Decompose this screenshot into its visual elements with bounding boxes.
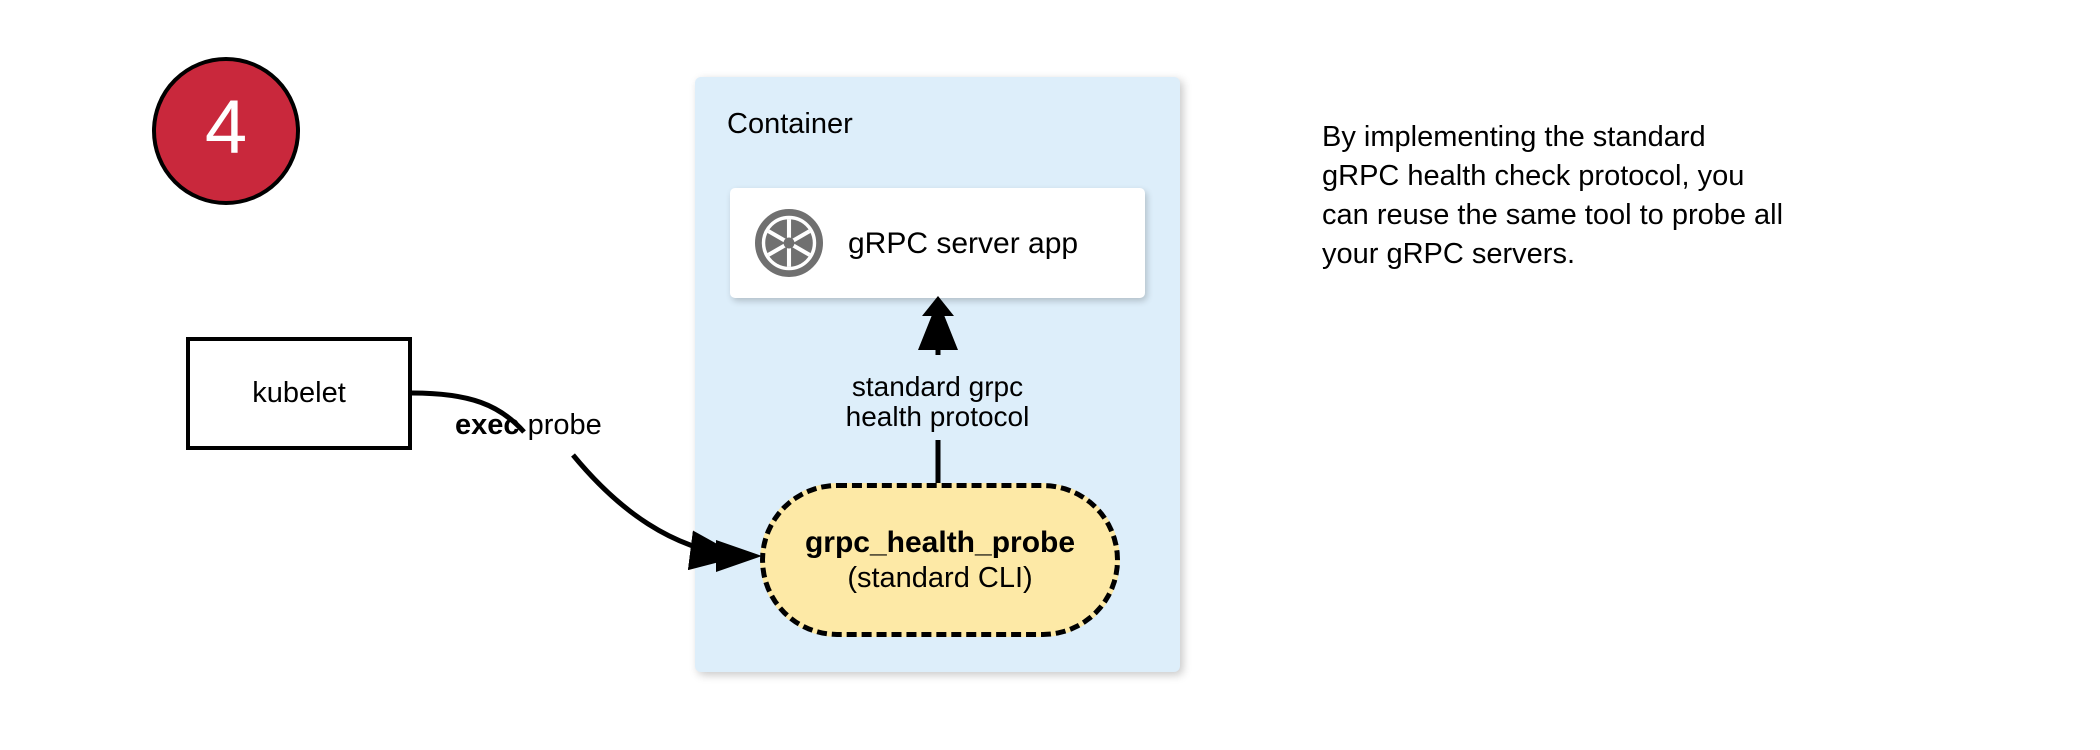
- grpc-health-probe-node: grpc_health_probe (standard CLI): [760, 483, 1120, 637]
- grpc-server-app-label: gRPC server app: [848, 226, 1079, 260]
- exec-keyword: exec: [455, 409, 520, 441]
- exec-probe-edge-label: exec probe: [455, 409, 602, 442]
- explanatory-note: By implementing the standard gRPC health…: [1322, 118, 1922, 273]
- step-number-badge: 4: [152, 57, 300, 205]
- note-line-3: can reuse the same tool to probe all: [1322, 198, 1784, 231]
- step-number-label: 4: [204, 85, 248, 170]
- aperture-icon: [755, 209, 823, 277]
- note-line-2: gRPC health check protocol, you: [1322, 159, 1745, 192]
- grpc-server-app-card: gRPC server app: [730, 188, 1145, 298]
- note-line-1: By implementing the standard: [1322, 121, 1706, 153]
- grpc-health-probe-subtitle: (standard CLI): [847, 561, 1033, 594]
- kubelet-label: kubelet: [252, 376, 346, 409]
- grpc-health-probe-title: grpc_health_probe: [804, 525, 1076, 559]
- exec-rest: probe: [519, 409, 602, 441]
- kubelet-node: kubelet: [186, 337, 412, 450]
- container-title: Container: [727, 108, 853, 140]
- note-line-4: your gRPC servers.: [1322, 237, 1576, 270]
